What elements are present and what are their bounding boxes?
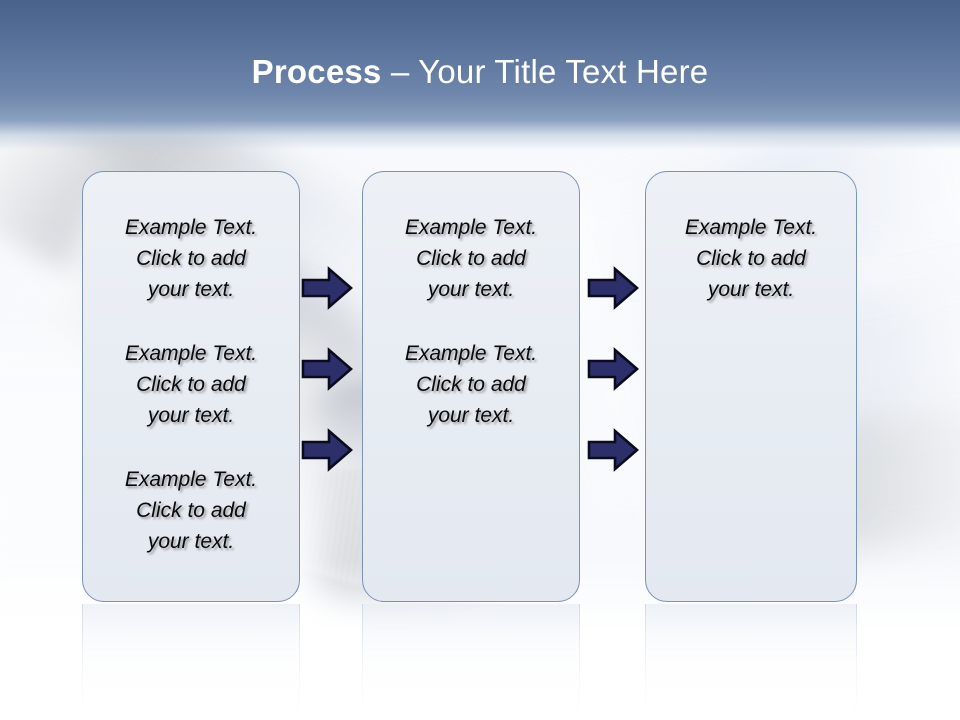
process-box-3-reflection bbox=[645, 604, 857, 720]
process-box-1[interactable]: Example Text. Click to add your text. Ex… bbox=[82, 171, 300, 602]
text-placeholder[interactable]: Example Text. Click to add your text. bbox=[124, 468, 258, 553]
text-placeholder[interactable]: Example Text. Click to add your text. bbox=[404, 342, 538, 427]
arrow-right-icon[interactable] bbox=[301, 266, 353, 310]
arrow-right-icon[interactable] bbox=[587, 428, 639, 472]
page-title-keyword: Process bbox=[251, 53, 382, 90]
header-band bbox=[0, 0, 960, 150]
arrow-right-icon[interactable] bbox=[301, 347, 353, 391]
process-box-3[interactable]: Example Text. Click to add your text. bbox=[645, 171, 857, 602]
arrow-right-icon[interactable] bbox=[587, 347, 639, 391]
text-placeholder[interactable]: Example Text. Click to add your text. bbox=[124, 216, 258, 301]
arrow-right-icon[interactable] bbox=[587, 266, 639, 310]
text-placeholder[interactable]: Example Text. Click to add your text. bbox=[124, 342, 258, 427]
process-box-2-reflection bbox=[362, 604, 580, 720]
text-placeholder[interactable]: Example Text. Click to add your text. bbox=[684, 216, 818, 301]
process-box-1-reflection bbox=[82, 604, 300, 720]
process-box-2[interactable]: Example Text. Click to add your text. Ex… bbox=[362, 171, 580, 602]
arrow-right-icon[interactable] bbox=[301, 428, 353, 472]
page-title: Process – Your Title Text Here bbox=[0, 53, 960, 91]
page-title-rest: – Your Title Text Here bbox=[381, 53, 709, 90]
text-placeholder[interactable]: Example Text. Click to add your text. bbox=[404, 216, 538, 301]
